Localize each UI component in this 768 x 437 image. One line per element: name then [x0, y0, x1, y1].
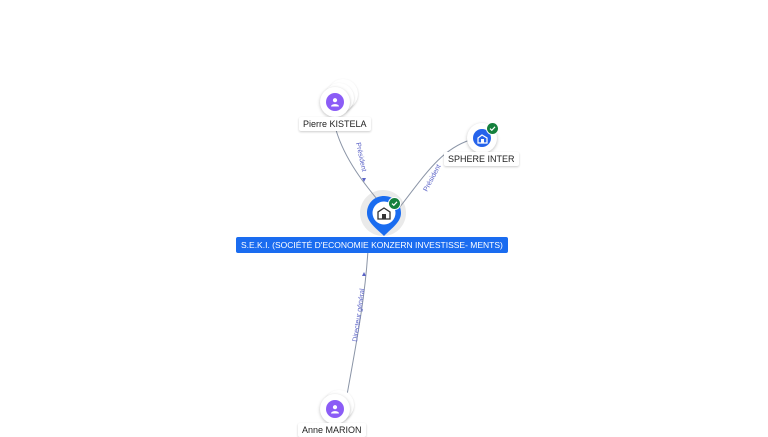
node-label: Anne MARION	[298, 423, 366, 437]
edge-label-pierre-main: Président	[354, 142, 367, 172]
edge-sphere-main	[395, 139, 471, 213]
edge-label-sphere-main: Président	[423, 163, 443, 192]
node-label: SPHERE INTER	[444, 152, 519, 166]
edge-anne-main	[346, 249, 369, 396]
verified-check-icon	[388, 197, 401, 210]
edge-arrow-anne-main	[362, 272, 366, 276]
node-label: Pierre KISTELA	[299, 117, 371, 131]
main-node-label: S.E.K.I. (SOCIÉTÉ D'ECONOMIE KONZERN INV…	[236, 237, 508, 253]
edge-label-anne-main: Directeur général	[352, 288, 366, 343]
edge-arrow-pierre-main	[362, 178, 366, 182]
node-circle[interactable]	[320, 394, 350, 424]
node-circle[interactable]	[320, 87, 350, 117]
company-icon	[473, 129, 491, 147]
person-icon	[326, 93, 344, 111]
node-circle[interactable]	[467, 123, 497, 153]
verified-check-icon	[486, 122, 499, 135]
person-icon	[326, 400, 344, 418]
